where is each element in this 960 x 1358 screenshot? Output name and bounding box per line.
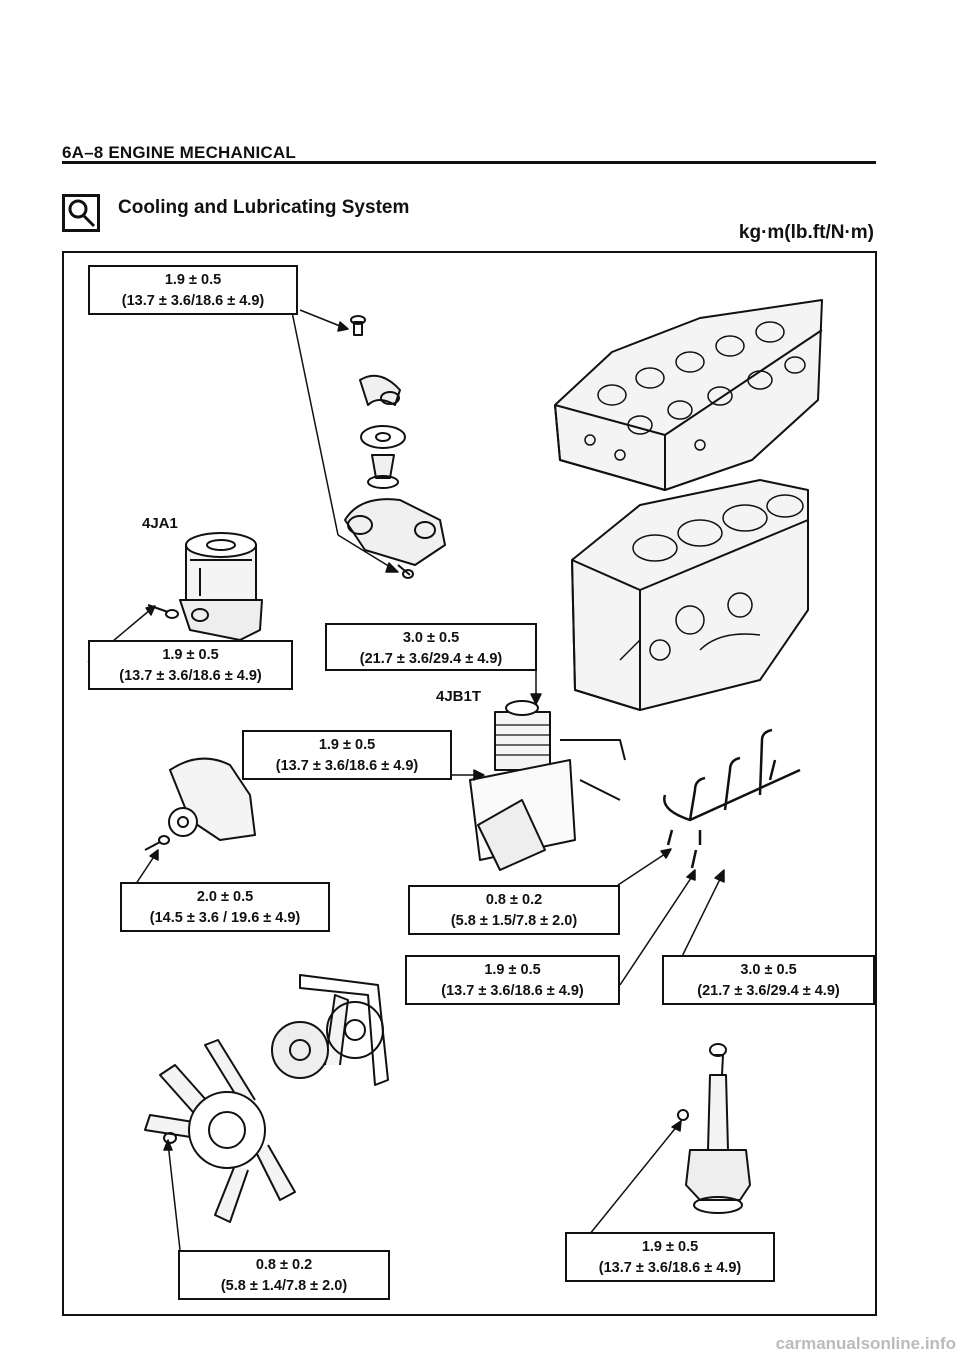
page-title: Cooling and Lubricating System [118,197,410,218]
section-header: 6A–8 ENGINE MECHANICAL [62,143,296,162]
spec-oil-pump: 1.9 ± 0.5 (13.7 ± 3.6/18.6 ± 4.9) [565,1232,775,1282]
oil-cooler-4jb1t-drawing [469,700,626,871]
spec-oil-filter-4jb1t: 1.9 ± 0.5 (13.7 ± 3.6/18.6 ± 4.9) [242,730,452,780]
spec-oil-filter-4ja1: 1.9 ± 0.5 (13.7 ± 3.6/18.6 ± 4.9) [88,640,293,690]
thermostat-assembly-drawing [344,315,446,579]
spec-value: 3.0 ± 0.5 [402,630,460,646]
oil-jet-pipes-drawing [663,728,801,869]
spec-relief-valve: 3.0 ± 0.5 (21.7 ± 3.6/29.4 ± 4.9) [662,955,875,1005]
spec-value: 3.0 ± 0.5 [740,962,797,978]
spec-value: 1.9 ± 0.5 [484,962,541,978]
cooling-fan-drawing [144,974,389,1223]
spec-conversion: (13.7 ± 3.6/18.6 ± 4.9) [598,1260,742,1276]
diagram-frame [62,251,877,1316]
spec-value: 0.8 ± 0.2 [485,892,543,908]
spec-conversion: (13.7 ± 3.6/18.6 ± 4.9) [121,293,265,309]
spec-thermostat-bolt: 1.9 ± 0.5 (13.7 ± 3.6/18.6 ± 4.9) [88,265,298,315]
oil-filter-4ja1-drawing [147,532,263,641]
spec-value: 2.0 ± 0.5 [196,889,254,905]
leader-lines [87,309,725,1251]
spec-conversion: (13.7 ± 3.6/18.6 ± 4.9) [441,983,584,999]
spec-jet-bolt: 0.8 ± 0.2 (5.8 ± 1.5/7.8 ± 2.0) [408,885,620,935]
spec-conversion: (5.8 ± 1.4/7.8 ± 2.0) [220,1278,348,1294]
spec-conversion: (13.7 ± 3.6/18.6 ± 4.9) [275,758,419,774]
spec-conversion: (21.7 ± 3.6/29.4 ± 4.9) [697,983,840,999]
oil-pump-drawing [677,1043,751,1214]
model-label-4ja1: 4JA1 [142,515,178,532]
spec-value: 0.8 ± 0.2 [255,1257,313,1273]
header-rule [62,161,876,164]
magnifier-icon [62,194,100,232]
spec-conversion: (13.7 ± 3.6/18.6 ± 4.9) [119,668,262,684]
spec-conversion: (14.5 ± 3.6 / 19.6 ± 4.9) [149,910,301,926]
spec-conversion: (5.8 ± 1.5/7.8 ± 2.0) [450,913,578,929]
cylinder-block-drawing [571,479,809,711]
spec-value: 1.9 ± 0.5 [641,1239,699,1255]
spec-jet-pipe-bolt: 1.9 ± 0.5 (13.7 ± 3.6/18.6 ± 4.9) [405,955,620,1005]
model-label-4jb1t: 4JB1T [436,688,482,705]
spec-conversion: (21.7 ± 3.6/29.4 ± 4.9) [359,651,503,667]
spec-oil-cooler: 3.0 ± 0.5 (21.7 ± 3.6/29.4 ± 4.9) [325,623,537,671]
units-label: kg·m(lb.ft/N·m) [738,222,874,243]
water-pump-drawing [144,757,256,851]
watermark: carmanualsonline.info [775,1334,956,1353]
spec-value: 1.9 ± 0.5 [318,737,376,753]
spec-value: 1.9 ± 0.5 [164,272,222,288]
cylinder-head-drawing [554,299,823,491]
spec-water-pump: 2.0 ± 0.5 (14.5 ± 3.6 / 19.6 ± 4.9) [120,882,330,932]
spec-value: 1.9 ± 0.5 [162,647,219,663]
spec-fan-nut: 0.8 ± 0.2 (5.8 ± 1.4/7.8 ± 2.0) [178,1250,390,1300]
